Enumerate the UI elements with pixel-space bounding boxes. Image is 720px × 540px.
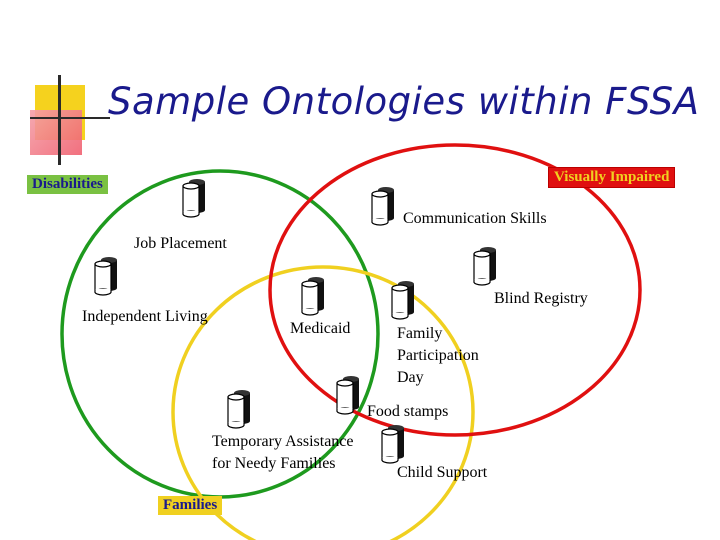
family-participation-day-line: Family [397, 325, 443, 342]
families-badge: Families [158, 496, 223, 515]
child-support-icon [381, 425, 404, 464]
disabilities-top-icon [182, 179, 205, 218]
family-participation-icon [391, 281, 414, 320]
slide-decoration [30, 60, 110, 165]
visually-impaired-badge: Visually Impaired [548, 167, 676, 188]
disabilities-badge: Disabilities [27, 175, 108, 194]
communication-skills-label: Communication Skills [403, 210, 547, 227]
child-support-label: Child Support [397, 464, 488, 481]
decoration-horizontal-line [30, 117, 110, 119]
families-circle [171, 265, 475, 540]
visually-impaired-circle [268, 143, 642, 437]
temporary-assistance-line: Temporary Assistance [212, 433, 354, 450]
independent-living-icon [94, 257, 117, 296]
job-placement-label: Job Placement [134, 235, 227, 252]
page-title: Sample Ontologies within FSSA [108, 80, 700, 123]
medicaid-icon [301, 277, 324, 316]
temporary-assistance-label: Temporary Assistance for Needy Families [212, 431, 354, 475]
independent-living-label: Independent Living [82, 308, 208, 325]
family-participation-day-line: Day [397, 369, 424, 386]
medicaid-label: Medicaid [290, 320, 351, 337]
family-participation-day-label: Family Participation Day [397, 323, 479, 389]
food-stamps-icon [336, 376, 359, 415]
temporary-assistance-icon [227, 390, 250, 429]
blind-registry-label: Blind Registry [494, 290, 588, 307]
blind-registry-icon [473, 247, 496, 286]
communication-skills-icon [371, 187, 394, 226]
decoration-vertical-line [58, 75, 61, 165]
temporary-assistance-line: for Needy Families [212, 455, 336, 472]
family-participation-day-line: Participation [397, 347, 479, 364]
food-stamps-label: Food stamps [367, 403, 449, 420]
